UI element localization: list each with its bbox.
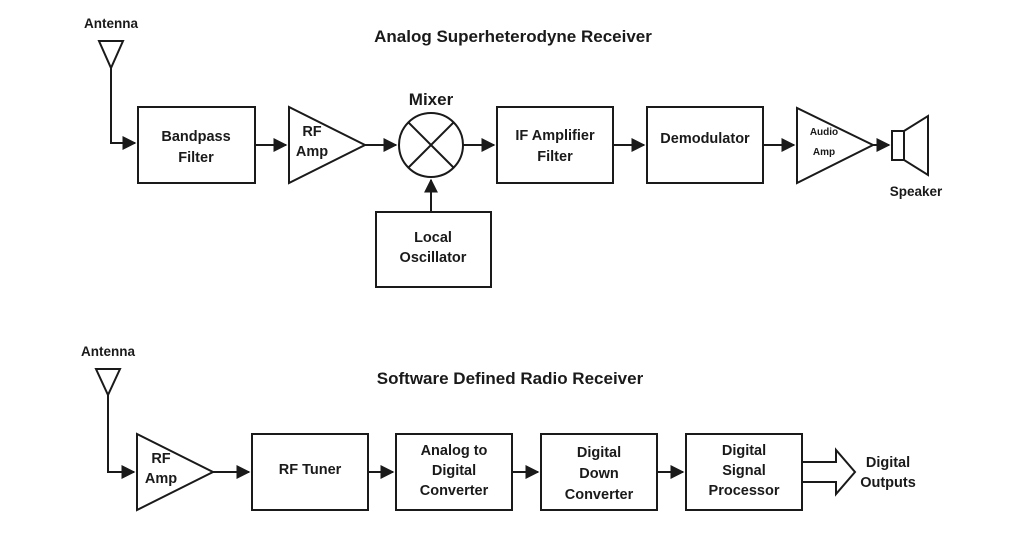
adc-line1: Analog to	[421, 443, 488, 459]
local-oscillator-block	[375, 211, 492, 288]
analog-rf-amp-triangle	[288, 105, 368, 185]
dsp-line3: Processor	[709, 483, 780, 499]
adc-block	[395, 433, 513, 511]
dsp-line1: Digital	[722, 443, 766, 459]
rf-tuner-label: RF Tuner	[279, 462, 342, 478]
ddc-line3: Converter	[565, 487, 634, 503]
if-amplifier-block	[496, 106, 614, 184]
sdr-antenna-label: Antenna	[81, 344, 135, 359]
analog-title: Analog Superheterodyne Receiver	[374, 27, 652, 46]
audio-amp-line2: Amp	[813, 147, 835, 158]
sdr-rf-amp-line2: Amp	[145, 471, 177, 487]
digital-outputs-line1: Digital	[866, 455, 910, 471]
adc-line2: Digital	[432, 463, 476, 479]
digital-outputs-arrow-icon	[801, 447, 857, 497]
mixer-x-icon	[407, 121, 455, 169]
audio-amp-triangle	[796, 106, 876, 185]
sdr-antenna-wire	[107, 395, 136, 479]
sdr-antenna-icon	[94, 368, 122, 398]
sdr-title: Software Defined Radio Receiver	[377, 369, 644, 388]
sdr-rf-amp-line1: RF	[151, 451, 170, 467]
bandpass-filter-line2: Filter	[178, 150, 214, 166]
analog-rf-amp-line2: Amp	[296, 144, 328, 160]
ddc-block	[540, 433, 658, 511]
dsp-block	[685, 433, 803, 511]
rf-tuner-block	[251, 433, 369, 511]
if-amplifier-line1: IF Amplifier	[515, 128, 595, 144]
bandpass-filter-block	[137, 106, 256, 184]
speaker-icon	[891, 114, 929, 177]
ddc-line1: Digital	[577, 445, 621, 461]
local-oscillator-line2: Oscillator	[400, 250, 467, 266]
speaker-label: Speaker	[890, 184, 943, 199]
digital-outputs-line2: Outputs	[860, 475, 916, 491]
demodulator-label: Demodulator	[660, 131, 750, 147]
analog-antenna-wire	[110, 68, 137, 150]
analog-antenna-label: Antenna	[84, 16, 138, 31]
analog-antenna-icon	[97, 40, 125, 71]
sdr-rf-amp-triangle	[136, 432, 216, 512]
ddc-line2: Down	[579, 466, 618, 482]
if-amplifier-line2: Filter	[537, 149, 573, 165]
local-oscillator-line1: Local	[414, 230, 452, 246]
adc-line3: Converter	[420, 483, 489, 499]
audio-amp-line1: Audio	[810, 127, 838, 138]
analog-rf-amp-line1: RF	[302, 124, 321, 140]
bandpass-filter-line1: Bandpass	[161, 129, 230, 145]
dsp-line2: Signal	[722, 463, 766, 479]
mixer-label: Mixer	[409, 90, 454, 109]
demodulator-block	[646, 106, 764, 184]
